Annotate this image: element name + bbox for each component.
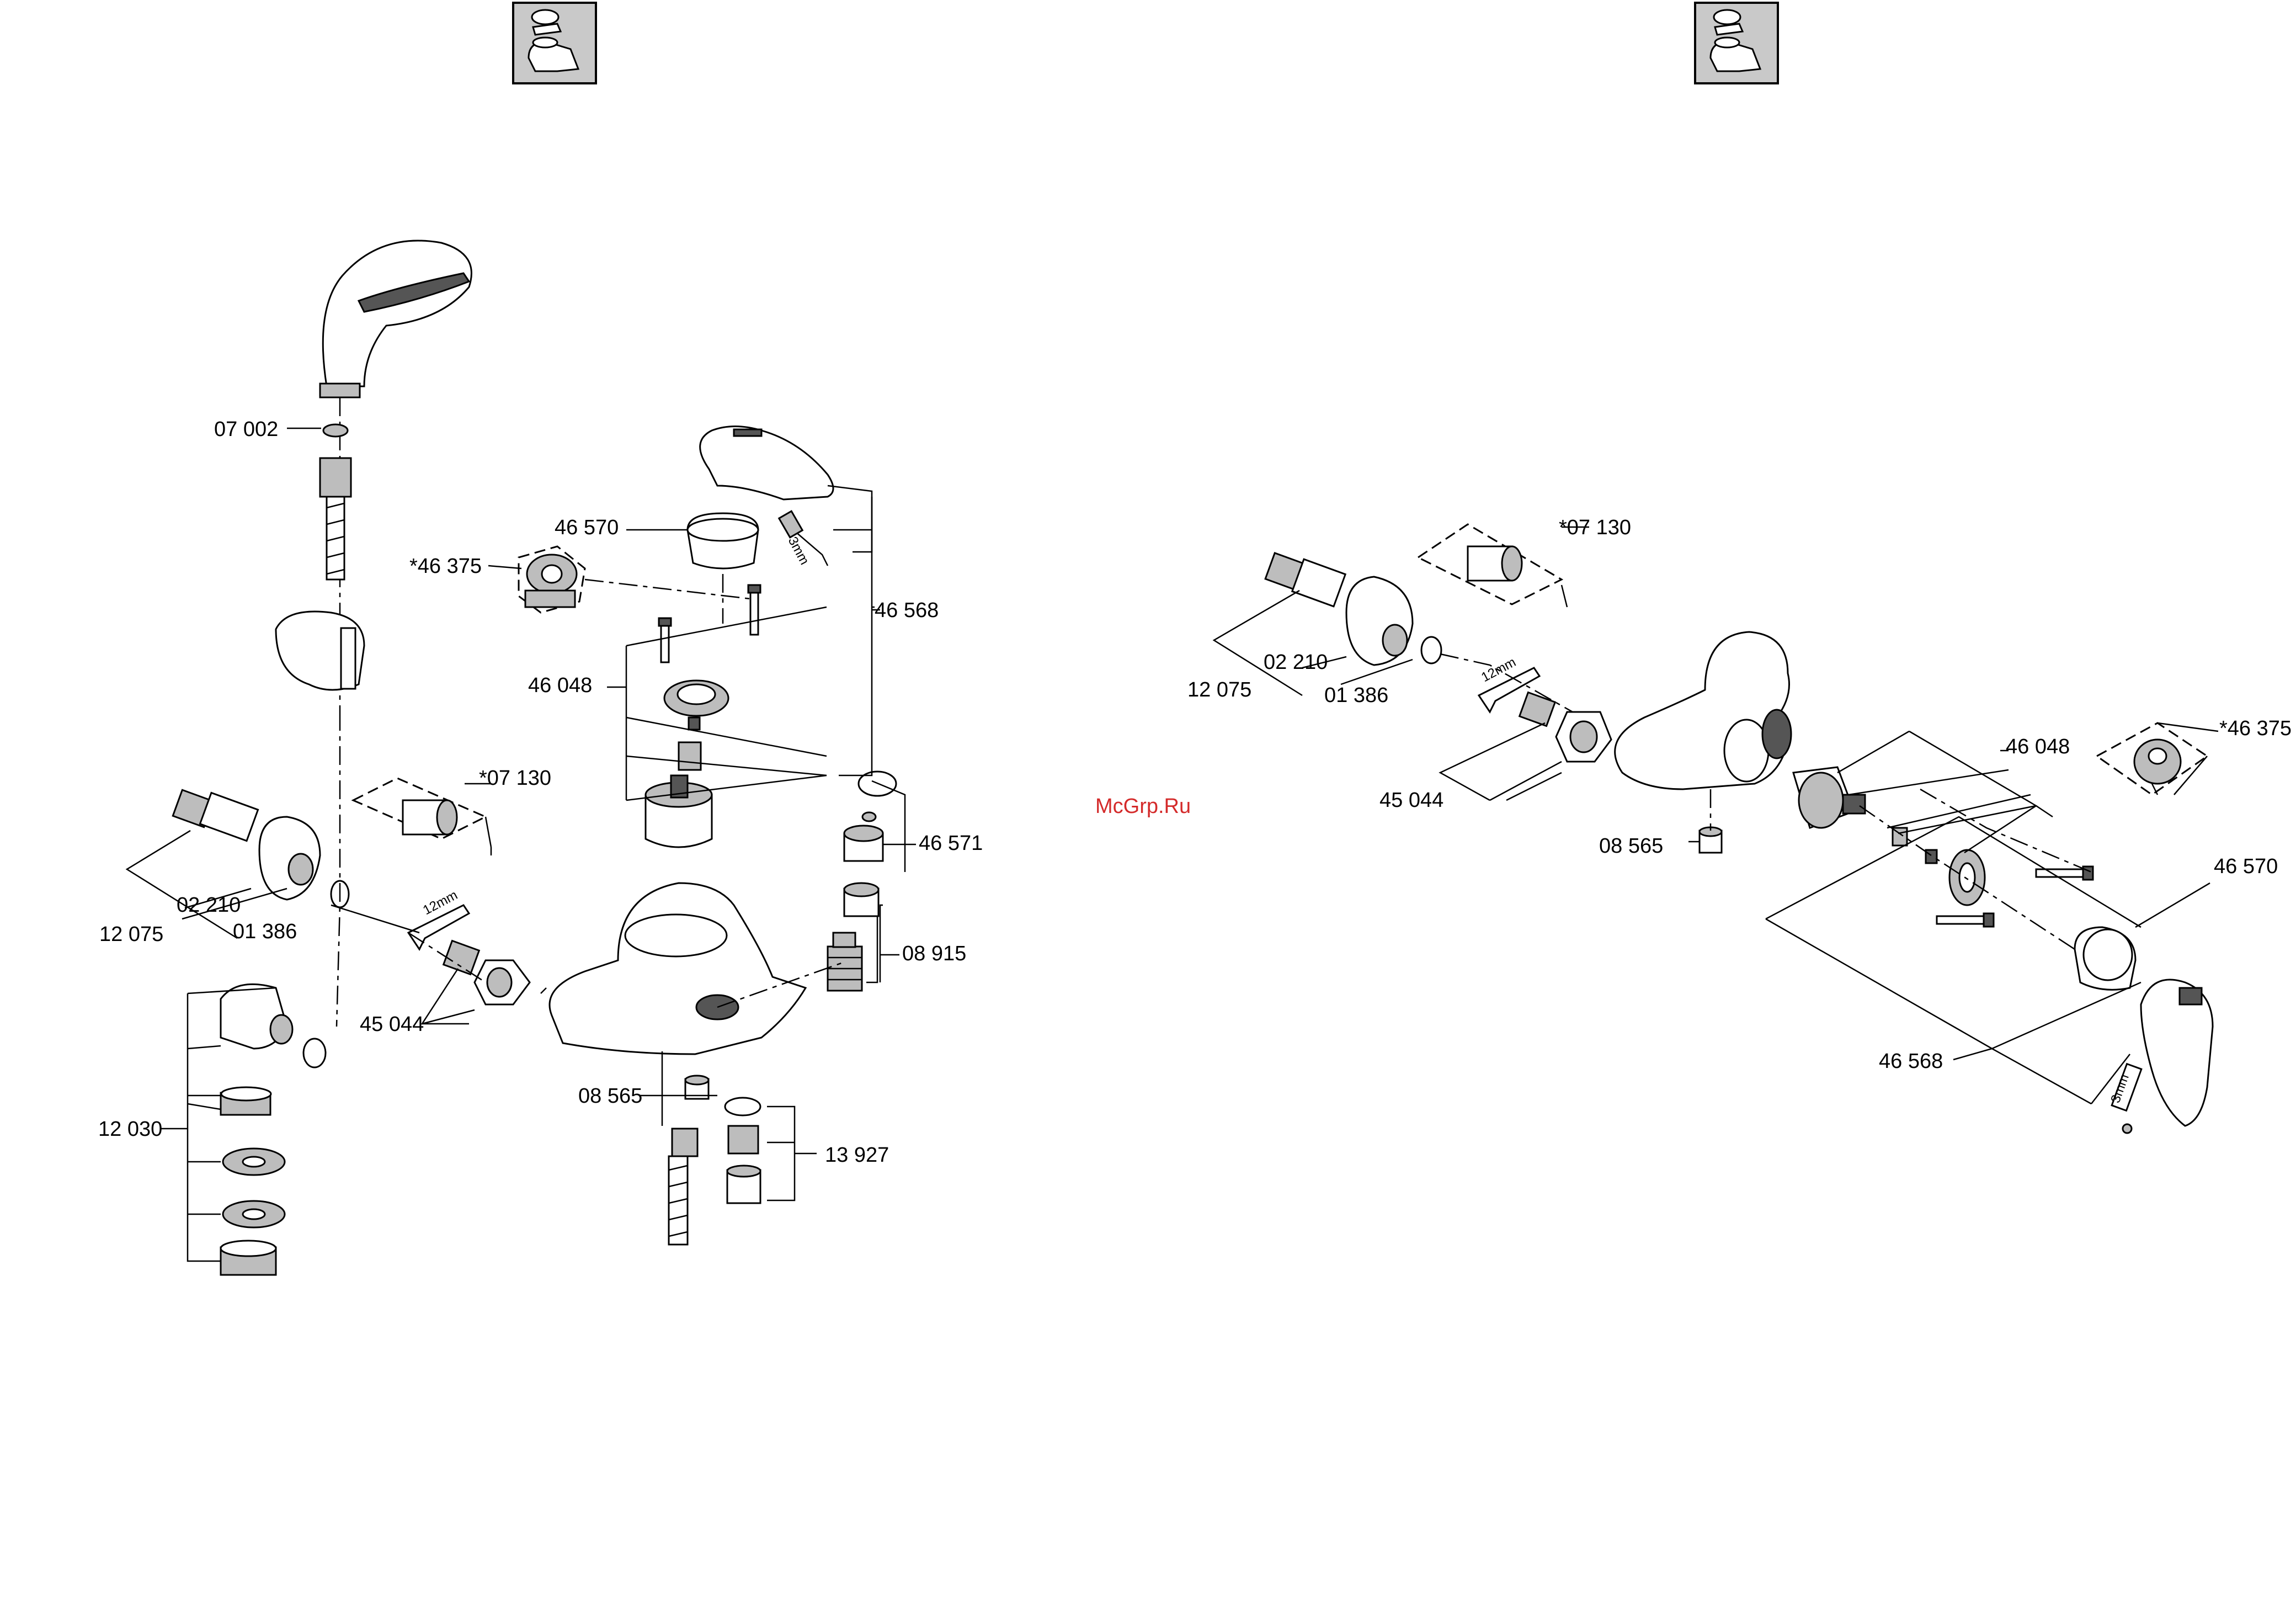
extension [1418,524,1562,604]
part-number-label: 46 048 [528,674,592,697]
cartridge [646,742,712,847]
part-number-label: *07 130 [479,767,551,790]
part-number-label: 46 570 [555,516,619,539]
part-number-label: 13 927 [825,1144,889,1167]
part-number-label: *46 375 [2219,717,2292,740]
shower-hose [320,458,351,579]
cover-cap [688,513,758,568]
shower-holder [276,612,364,690]
mixer-tap-icon [513,3,596,83]
part-number-label: 45 044 [1379,789,1443,812]
part-number-label: 01 386 [233,920,297,943]
part-number-label: 12 075 [99,923,163,946]
eccentric-rosette [259,817,320,900]
part-number-label: 08 915 [902,942,966,965]
part-number-label: 07 002 [214,418,278,441]
part-number-label: 46 570 [2214,855,2278,878]
aerator [725,1098,760,1203]
cartridge-ring [664,680,728,730]
part-number-label: 08 565 [578,1084,642,1108]
handshower-washer [323,424,348,437]
cartridge [1793,767,1907,846]
eccentric-rosette [1346,577,1413,665]
union-nut [444,940,530,1004]
hose-nut [1700,827,1722,853]
part-number-label: 45 044 [360,1013,424,1036]
part-number-label: 08 565 [1599,834,1663,858]
part-number-label: *07 130 [1559,516,1631,539]
fixing-screws [659,585,760,662]
extension [353,778,486,839]
union-nut [1520,692,1611,762]
part-number-label: 02 210 [177,894,241,917]
part-number-label: 46 571 [919,832,983,855]
mixer-body [550,883,806,1054]
mixer-body [1615,632,1791,789]
part-number-label: 46 048 [2006,735,2070,758]
part-number-label: 46 568 [875,599,939,622]
seal-ring [1421,637,1441,663]
lever-handle [700,427,833,500]
tool-size-label: 3mm [785,534,812,567]
cartridge-ring [1926,850,1985,905]
diverter [828,883,878,991]
connector [1265,553,1345,607]
cover-cap [2075,927,2135,990]
part-number-label: 46 568 [1879,1050,1943,1073]
part-number-label: 01 386 [1324,684,1388,707]
hand-shower [320,241,471,397]
wall-bracket [221,984,326,1275]
part-number-label: 12 075 [1187,678,1251,701]
outlet-hose [669,1129,697,1245]
part-number-label: *46 375 [409,555,482,578]
temp-limiter [519,546,585,613]
part-number-label: 02 210 [1264,651,1328,674]
watermark: McGrp.Ru [1095,795,1191,818]
part-number-label: 12 030 [98,1118,162,1141]
mixer-tap-icon [1695,3,1778,83]
lever-handle [2141,980,2213,1126]
aerator-cap [844,772,896,861]
